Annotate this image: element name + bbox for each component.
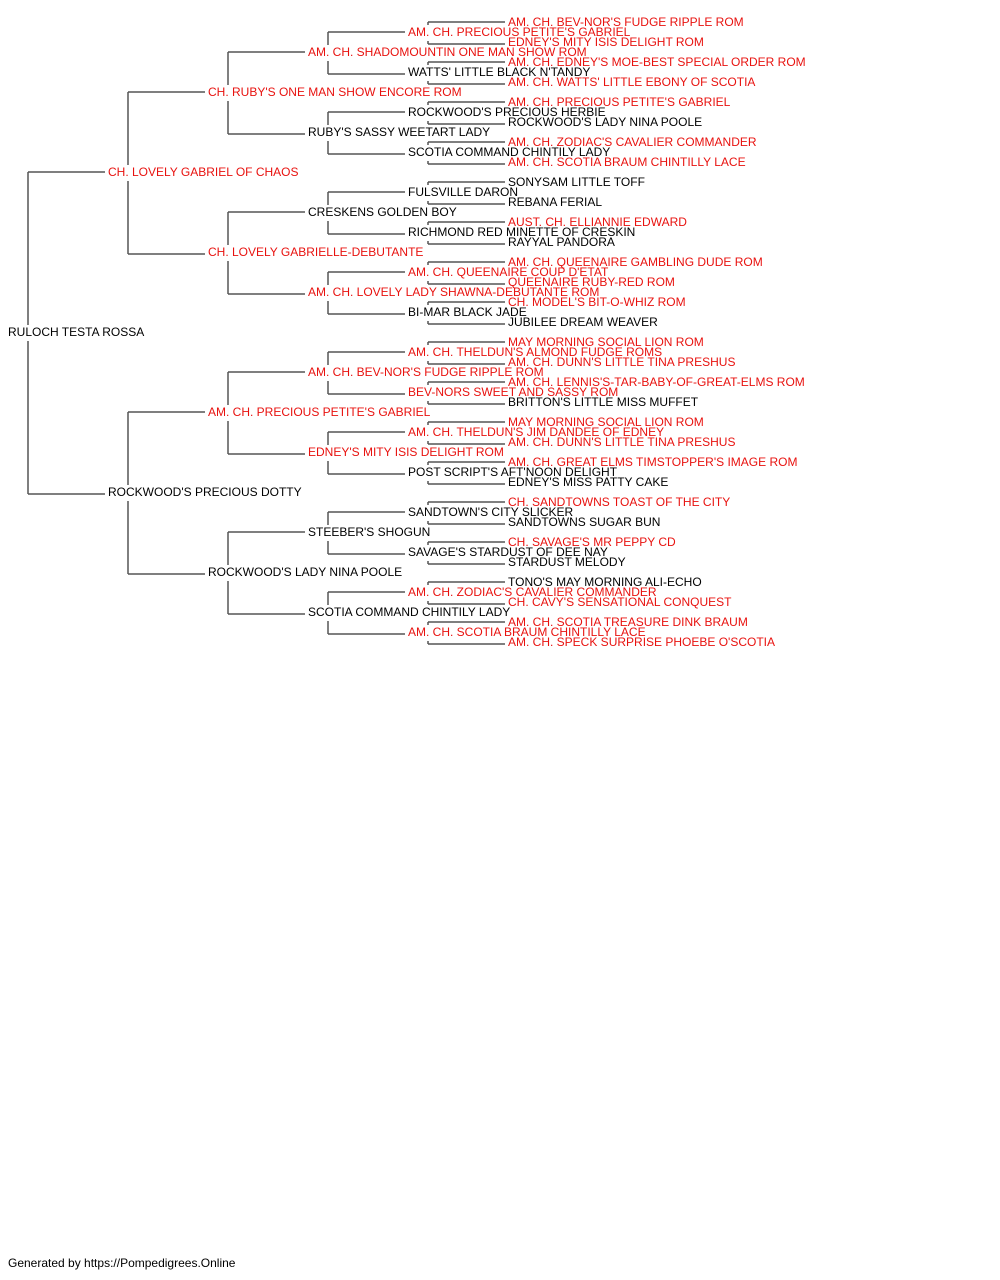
gg-grandparent-name: AM. CH. SCOTIA BRAUM CHINTILLY LACE [408, 625, 646, 639]
ggg-grandparent-name: QUEENAIRE RUBY-RED ROM [508, 275, 675, 289]
ggg-grandparent-name: EDNEY'S MITY ISIS DELIGHT ROM [508, 35, 704, 49]
grandparent-name: AM. CH. PRECIOUS PETITE'S GABRIEL [208, 405, 431, 419]
ggg-grandparent-name: BRITTON'S LITTLE MISS MUFFET [508, 395, 699, 409]
gg-grandparent-name: SAVAGE'S STARDUST OF DEE NAY [408, 545, 608, 559]
gg-grandparent-name: AM. CH. PRECIOUS PETITE'S GABRIEL [408, 25, 631, 39]
ggg-grandparent-name: AM. CH. WATTS' LITTLE EBONY OF SCOTIA [508, 75, 755, 89]
ggg-grandparent-name: AUST. CH. ELLIANNIE EDWARD [508, 215, 687, 229]
ggg-grandparent-name: EDNEY'S MISS PATTY CAKE [508, 475, 668, 489]
ggg-grandparent-name: AM. CH. QUEENAIRE GAMBLING DUDE ROM [508, 255, 763, 269]
ggg-grandparent-name: CH. SAVAGE'S MR PEPPY CD [508, 535, 676, 549]
ggg-grandparent-name: CH. SANDTOWNS TOAST OF THE CITY [508, 495, 730, 509]
gg-grandparent-name: FULSVILLE DARON [408, 185, 518, 199]
grandparent-name: CH. LOVELY GABRIELLE-DEBUTANTE [208, 245, 423, 259]
grandparent-name: ROCKWOOD'S LADY NINA POOLE [208, 565, 402, 579]
subject-name: RULOCH TESTA ROSSA [8, 325, 144, 339]
great-grandparent-name: AM. CH. LOVELY LADY SHAWNA-DEBUTANTE ROM [308, 285, 599, 299]
parent-name: ROCKWOOD'S PRECIOUS DOTTY [108, 485, 302, 499]
ggg-grandparent-name: AM. CH. PRECIOUS PETITE'S GABRIEL [508, 95, 731, 109]
gg-grandparent-name: AM. CH. THELDUN'S ALMOND FUDGE ROMS [408, 345, 662, 359]
ggg-grandparent-name: REBANA FERIAL [508, 195, 602, 209]
gg-grandparent-name: AM. CH. THELDUN'S JIM DANDEE OF EDNEY [408, 425, 664, 439]
gg-grandparent-name: SCOTIA COMMAND CHINTILY LADY [408, 145, 610, 159]
gg-grandparent-name: AM. CH. ZODIAC'S CAVALIER COMMANDER [408, 585, 657, 599]
ggg-grandparent-name: CH. CAVY'S SENSATIONAL CONQUEST [508, 595, 732, 609]
ggg-grandparent-name: RAYYAL PANDORA [508, 235, 615, 249]
gg-grandparent-name: ROCKWOOD'S PRECIOUS HERBIE [408, 105, 606, 119]
ggg-grandparent-name: SONYSAM LITTLE TOFF [508, 175, 645, 189]
great-grandparent-name: CRESKENS GOLDEN BOY [308, 205, 457, 219]
ggg-grandparent-name: TONO'S MAY MORNING ALI-ECHO [508, 575, 702, 589]
gg-grandparent-name: AM. CH. QUEENAIRE COUP D'ETAT [408, 265, 609, 279]
gg-grandparent-name: RICHMOND RED MINETTE OF CRESKIN [408, 225, 635, 239]
ggg-grandparent-name: AM. CH. LENNIS'S-TAR-BABY-OF-GREAT-ELMS … [508, 375, 805, 389]
ggg-grandparent-name: AM. CH. SPECK SURPRISE PHOEBE O'SCOTIA [508, 635, 775, 649]
gg-grandparent-name: SANDTOWN'S CITY SLICKER [408, 505, 574, 519]
ggg-grandparent-name: AM. CH. BEV-NOR'S FUDGE RIPPLE ROM [508, 15, 744, 29]
ggg-grandparent-name: MAY MORNING SOCIAL LION ROM [508, 415, 704, 429]
ggg-grandparent-name: MAY MORNING SOCIAL LION ROM [508, 335, 704, 349]
gg-grandparent-name: POST SCRIPT'S AFT'NOON DELIGHT [408, 465, 618, 479]
gg-grandparent-name: BEV-NORS SWEET AND SASSY ROM [408, 385, 618, 399]
gg-grandparent-name: WATTS' LITTLE BLACK N'TANDY [408, 65, 590, 79]
parent-name: CH. LOVELY GABRIEL OF CHAOS [108, 165, 299, 179]
ggg-grandparent-name: JUBILEE DREAM WEAVER [508, 315, 658, 329]
ggg-grandparent-name: AM. CH. GREAT ELMS TIMSTOPPER'S IMAGE RO… [508, 455, 797, 469]
grandparent-name: CH. RUBY'S ONE MAN SHOW ENCORE ROM [208, 85, 462, 99]
ggg-grandparent-name: STARDUST MELODY [508, 555, 626, 569]
gg-grandparent-name: BI-MAR BLACK JADE [408, 305, 527, 319]
ggg-grandparent-name: AM. CH. DUNN'S LITTLE TINA PRESHUS [508, 355, 735, 369]
great-grandparent-name: RUBY'S SASSY WEETART LADY [308, 125, 490, 139]
great-grandparent-name: AM. CH. SHADOMOUNTIN ONE MAN SHOW ROM [308, 45, 587, 59]
ggg-grandparent-name: AM. CH. ZODIAC'S CAVALIER COMMANDER [508, 135, 757, 149]
ggg-grandparent-name: CH. MODEL'S BIT-O-WHIZ ROM [508, 295, 686, 309]
great-grandparent-name: SCOTIA COMMAND CHINTILY LADY [308, 605, 510, 619]
ggg-grandparent-name: AM. CH. SCOTIA BRAUM CHINTILLY LACE [508, 155, 746, 169]
great-grandparent-name: AM. CH. BEV-NOR'S FUDGE RIPPLE ROM [308, 365, 544, 379]
ggg-grandparent-name: AM. CH. EDNEY'S MOE-BEST SPECIAL ORDER R… [508, 55, 806, 69]
ggg-grandparent-name: ROCKWOOD'S LADY NINA POOLE [508, 115, 702, 129]
ggg-grandparent-name: SANDTOWNS SUGAR BUN [508, 515, 660, 529]
ggg-grandparent-name: AM. CH. DUNN'S LITTLE TINA PRESHUS [508, 435, 735, 449]
generated-by-footer[interactable]: Generated by https://Pompedigrees.Online [8, 1256, 236, 1270]
pedigree-tree: RULOCH TESTA ROSSA CH. LOVELY GABRIEL OF … [8, 15, 806, 649]
great-grandparent-name: EDNEY'S MITY ISIS DELIGHT ROM [308, 445, 504, 459]
great-grandparent-name: STEEBER'S SHOGUN [308, 525, 430, 539]
ggg-grandparent-name: AM. CH. SCOTIA TREASURE DINK BRAUM [508, 615, 748, 629]
